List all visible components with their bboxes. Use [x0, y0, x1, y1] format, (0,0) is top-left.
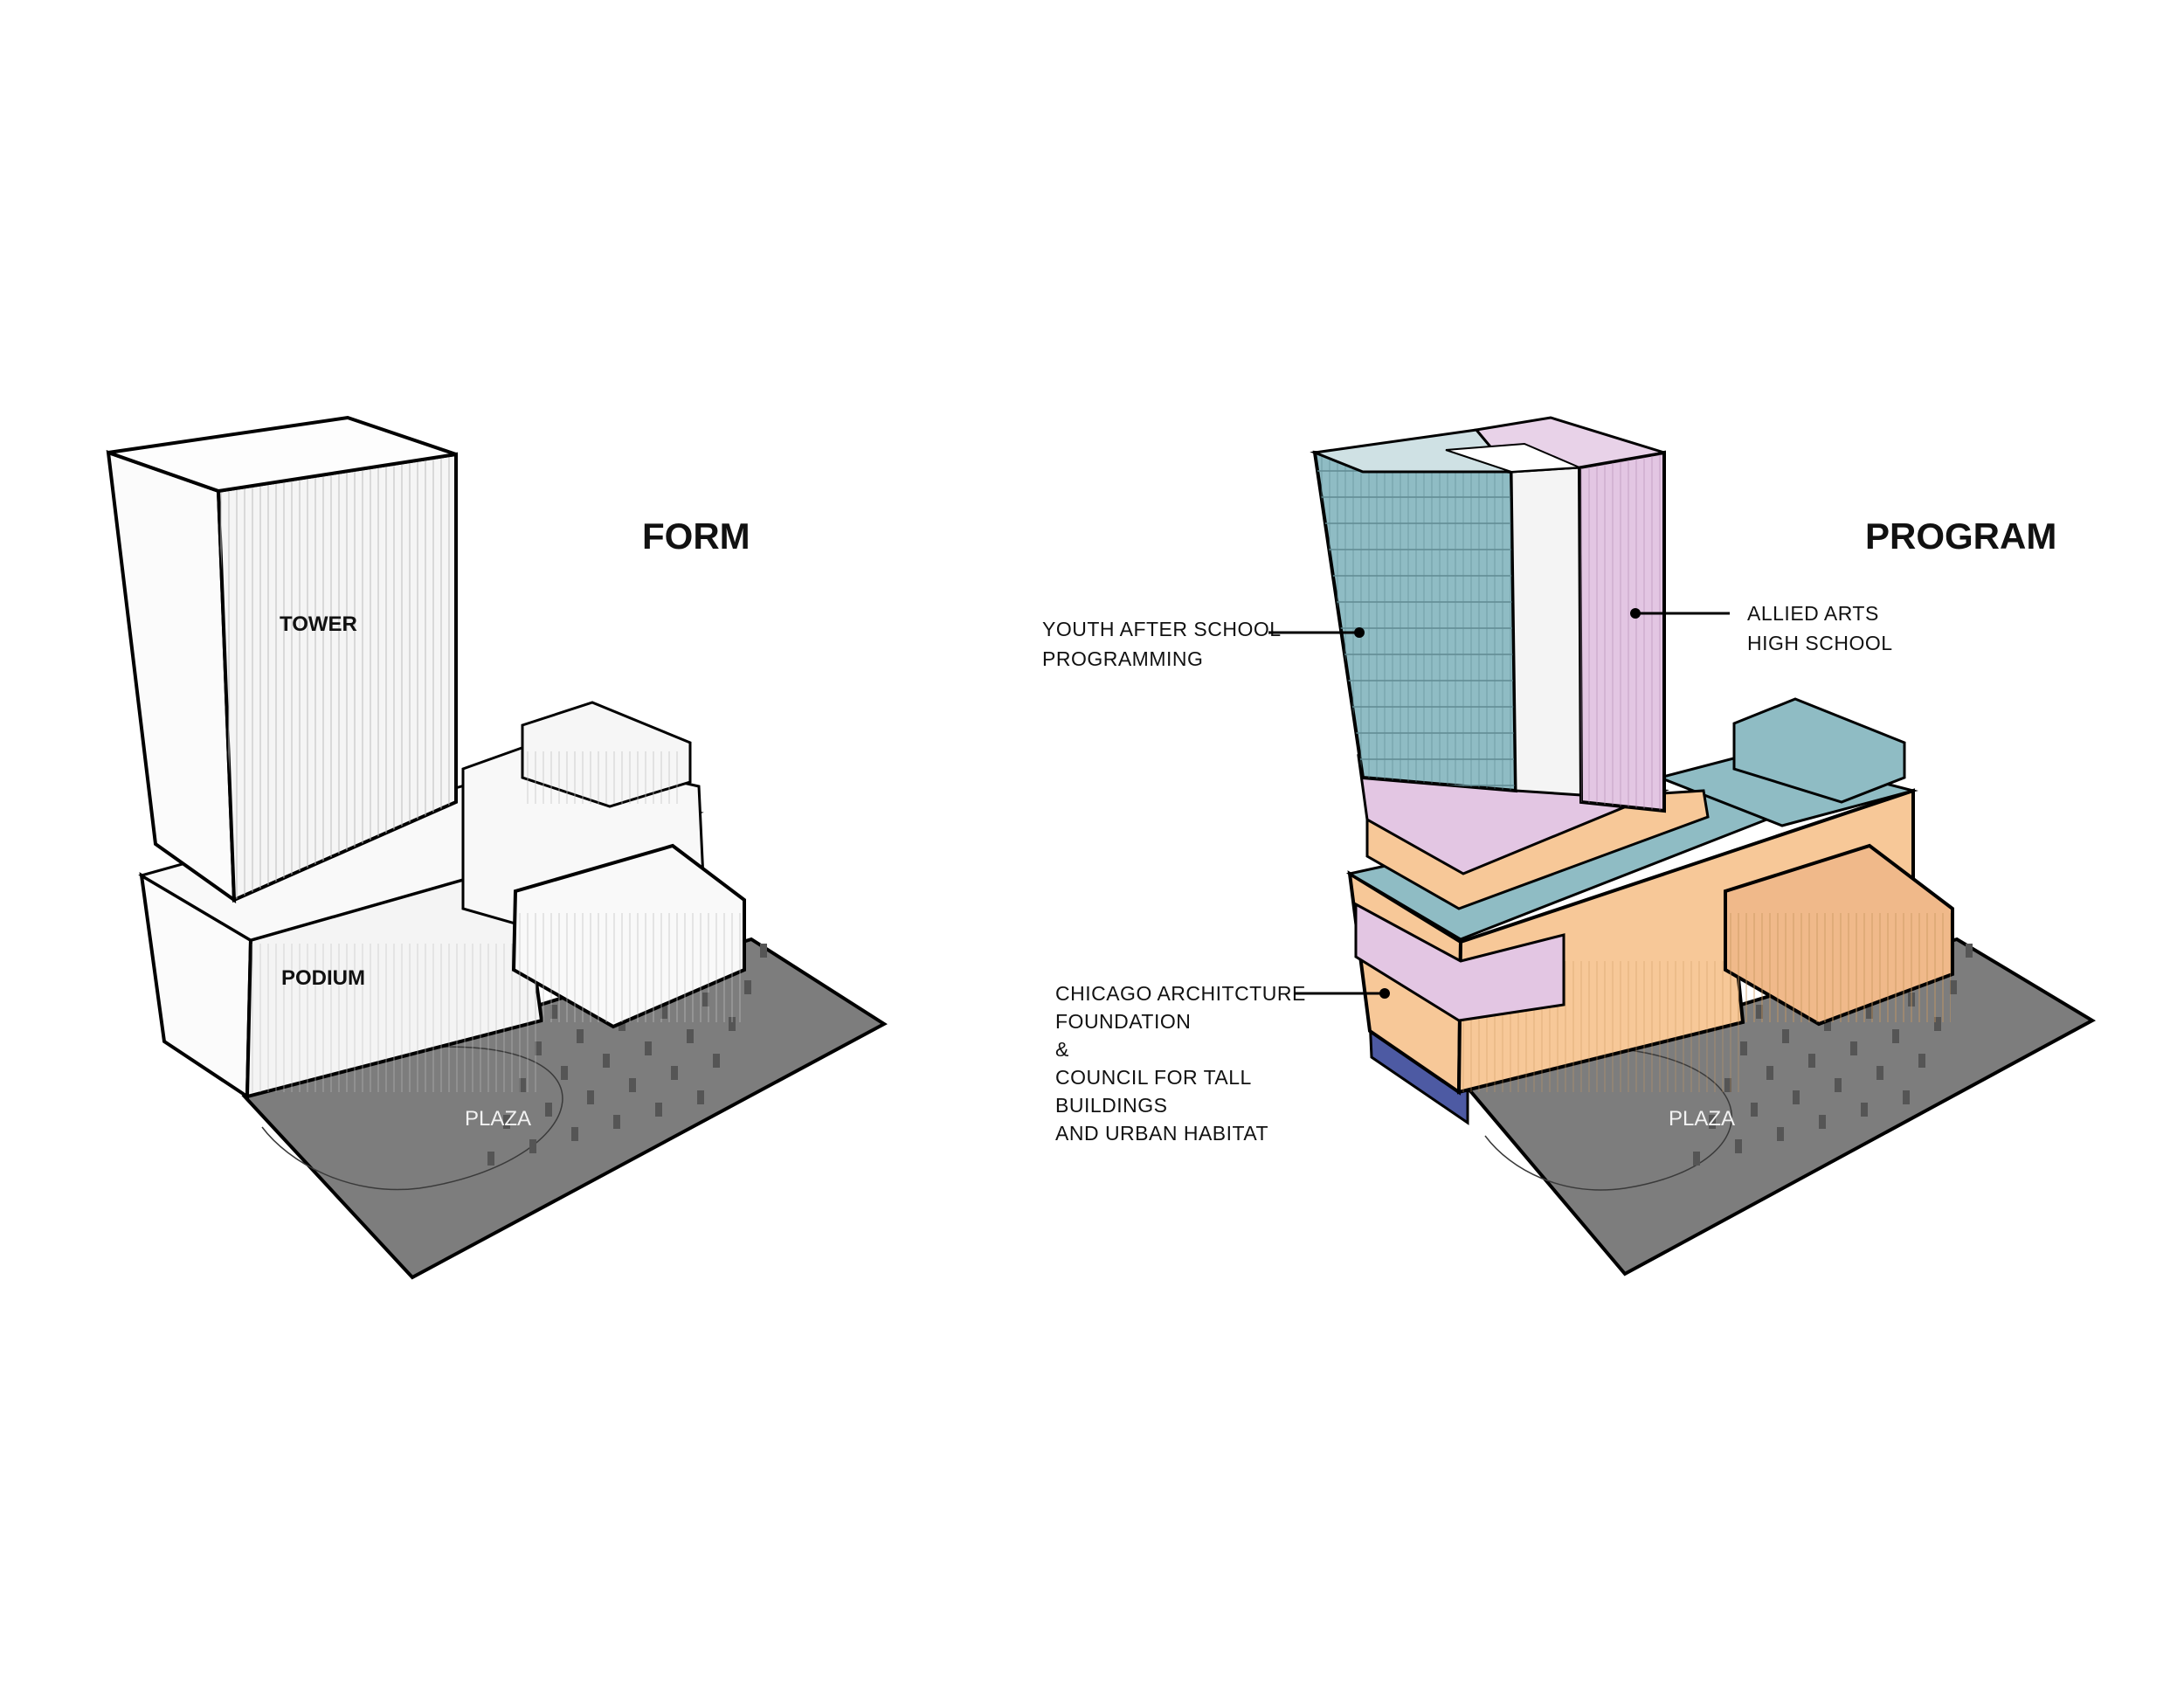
form-tower-facade: [218, 454, 456, 900]
plaza-post: [1793, 1090, 1800, 1104]
plaza-post: [713, 1054, 720, 1068]
form-diagram: FORM TOWER PODIUM PLAZA: [106, 415, 888, 1280]
plaza-post: [1751, 1103, 1758, 1117]
form-plaza-label: PLAZA: [465, 1107, 531, 1131]
callout-chicago-line2: FOUNDATION: [1055, 1010, 1191, 1033]
form-heading: FORM: [642, 515, 750, 557]
plaza-post: [1709, 1115, 1716, 1129]
plaza-post: [529, 1139, 536, 1153]
program-heading: PROGRAM: [1865, 515, 2056, 557]
plaza-post: [1892, 1029, 1899, 1043]
plaza-post: [655, 1103, 662, 1117]
plaza-post: [744, 980, 751, 994]
plaza-post: [603, 1054, 610, 1068]
plaza-post: [1861, 1103, 1868, 1117]
program-diagram: PROGRAM PLAZA YOUTH AFTER SCHOOL PROGRAM…: [1042, 416, 2097, 1276]
plaza-post: [561, 1066, 568, 1080]
plaza-post: [1918, 1054, 1925, 1068]
plaza-post: [1876, 1066, 1883, 1080]
form-podium-label: PODIUM: [281, 966, 365, 990]
callout-chicago-line1: CHICAGO ARCHITCTURE: [1055, 982, 1306, 1005]
plaza-post: [645, 1041, 652, 1055]
callout-allied: ALLIED ARTS HIGH SCHOOL: [1630, 602, 1893, 654]
tower-pink-facade: [1579, 453, 1664, 811]
plaza-post: [503, 1115, 510, 1129]
plaza-post: [1782, 1029, 1789, 1043]
plaza-post: [697, 1090, 704, 1104]
callout-chicago-line3: &: [1055, 1038, 1069, 1061]
form-tower-roof: [107, 415, 457, 494]
plaza-post: [577, 1029, 584, 1043]
program-plaza-label: PLAZA: [1669, 1107, 1735, 1131]
plaza-post: [487, 1152, 494, 1166]
plaza-post: [1824, 1017, 1831, 1031]
plaza-post: [1835, 1078, 1842, 1092]
form-upper-facade: [524, 751, 681, 804]
tower-teal-facade: [1315, 453, 1516, 791]
plaza-post: [1693, 1152, 1700, 1166]
program-rear-roof: [1655, 750, 1918, 827]
plaza-post: [571, 1127, 578, 1141]
plaza-post: [613, 1115, 620, 1129]
plaza-post: [1819, 1115, 1826, 1129]
plaza-post: [1950, 980, 1957, 994]
program-podium-pink: [1354, 902, 1565, 1022]
plaza-post: [1777, 1127, 1784, 1141]
plaza-post: [671, 1066, 678, 1080]
tower-roof-slot: [1445, 442, 1580, 474]
form-tower-label: TOWER: [280, 612, 357, 636]
plaza-post: [1934, 1017, 1941, 1031]
form-podium-facade: [251, 944, 539, 1092]
callout-chicago-line6: AND URBAN HABITAT: [1055, 1122, 1268, 1145]
callout-allied-line1: ALLIED ARTS: [1747, 602, 1879, 625]
callout-chicago-line5: BUILDINGS: [1055, 1094, 1167, 1117]
plaza-post: [629, 1078, 636, 1092]
callout-allied-dot: [1630, 608, 1641, 619]
plaza-post: [760, 944, 767, 958]
plaza-post: [1735, 1139, 1742, 1153]
callout-chicago: CHICAGO ARCHITCTURE FOUNDATION & COUNCIL…: [1055, 982, 1390, 1145]
callout-youth-line2: PROGRAMMING: [1042, 647, 1203, 670]
program-rooftop-block: [1732, 697, 1906, 804]
plaza-post: [545, 1103, 552, 1117]
form-tower-front: [106, 450, 237, 903]
plaza-post: [1740, 1041, 1747, 1055]
plaza-post: [687, 1029, 694, 1043]
callout-youth-dot: [1354, 627, 1365, 638]
plaza-post: [1808, 1054, 1815, 1068]
plaza-post: [729, 1017, 736, 1031]
plaza-post: [1966, 944, 1973, 958]
callout-youth: YOUTH AFTER SCHOOL PROGRAMMING: [1042, 618, 1365, 670]
plaza-post: [1850, 1041, 1857, 1055]
plaza-post: [1903, 1090, 1910, 1104]
form-front-box-facade: [515, 913, 743, 1022]
plaza-post: [1766, 1066, 1773, 1080]
callout-chicago-line4: COUNCIL FOR TALL: [1055, 1066, 1252, 1089]
tower-core-slot: [1510, 466, 1583, 797]
callout-allied-line2: HIGH SCHOOL: [1747, 632, 1893, 654]
plaza-post: [587, 1090, 594, 1104]
callout-youth-line1: YOUTH AFTER SCHOOL: [1042, 618, 1282, 640]
callout-chicago-dot: [1379, 988, 1390, 999]
program-front-box-facade: [1728, 913, 1951, 1022]
